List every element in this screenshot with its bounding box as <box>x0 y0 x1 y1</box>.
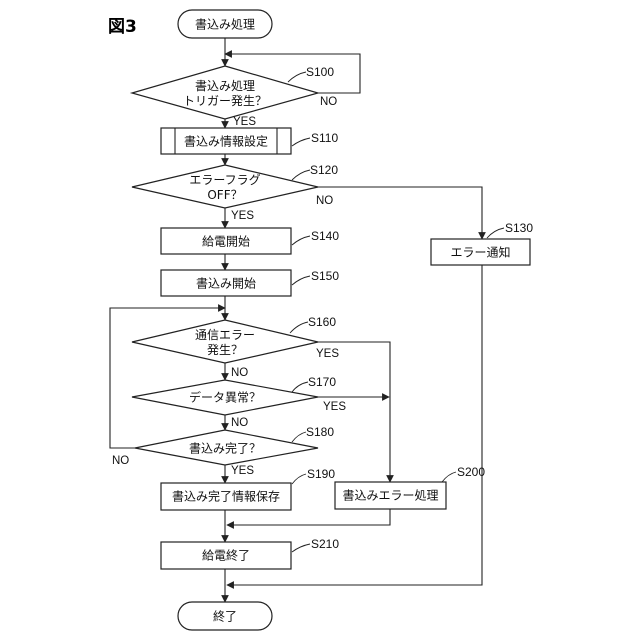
step-s110: S110 <box>311 131 338 145</box>
decision-s120: エラーフラグ OFF？ <box>132 165 318 208</box>
end-label: 終了 <box>213 609 237 624</box>
step-labels: S100 S110 S120 S130 S140 S150 S160 S170 … <box>288 65 533 552</box>
leader-s110 <box>292 138 310 146</box>
branch-s160-no: NO <box>231 367 248 379</box>
connectors <box>110 38 482 602</box>
decision-s100: 書込み処理 トリガー発生？ <box>132 66 318 119</box>
decision-s170: データ異常？ <box>132 380 318 415</box>
leader-s210 <box>292 544 310 552</box>
decision-s160: 通信エラー 発生？ <box>132 320 318 363</box>
decision-s160-line2: 発生？ <box>207 343 243 357</box>
decision-s180: 書込み完了？ <box>135 430 318 465</box>
leader-s160 <box>290 322 308 333</box>
step-s190: S190 <box>307 467 335 481</box>
process-s150: 書込み開始 <box>161 270 291 296</box>
decision-s100-line2: トリガー発生？ <box>183 94 267 108</box>
step-s170: S170 <box>308 375 336 389</box>
leader-s170 <box>292 382 308 392</box>
process-s210: 給電終了 <box>161 542 291 569</box>
decision-s120-line2: OFF？ <box>207 188 242 202</box>
process-s140-label: 給電開始 <box>202 235 250 249</box>
process-s190-label: 書込み完了情報保存 <box>172 489 280 504</box>
branch-s100-yes: YES <box>233 116 256 128</box>
branch-s170-no: NO <box>231 417 248 429</box>
process-s130: エラー通知 <box>431 239 530 265</box>
branch-s120-yes: YES <box>231 210 254 222</box>
process-s140: 給電開始 <box>161 228 291 254</box>
step-s210: S210 <box>311 537 339 551</box>
branch-s100-no: NO <box>320 96 337 108</box>
leader-s150 <box>292 276 310 285</box>
step-s200: S200 <box>457 465 485 479</box>
branch-s180-yes: YES <box>231 465 254 477</box>
leader-s200 <box>442 472 456 482</box>
end-terminator: 終了 <box>178 602 272 630</box>
start-terminator: 書込み処理 <box>178 10 272 38</box>
branch-s160-yes: YES <box>316 348 339 360</box>
process-s210-label: 給電終了 <box>202 548 250 563</box>
start-label: 書込み処理 <box>195 18 255 32</box>
leader-s140 <box>292 236 310 245</box>
decision-s170-label: データ異常？ <box>189 390 261 405</box>
step-s180: S180 <box>306 425 334 439</box>
leader-s180 <box>292 432 306 442</box>
branch-s180-no: NO <box>112 455 129 467</box>
decision-s160-line1: 通信エラー <box>195 328 255 342</box>
step-s130: S130 <box>505 221 533 235</box>
process-s190: 書込み完了情報保存 <box>161 483 291 510</box>
step-s160: S160 <box>308 315 336 329</box>
figure-label: 図3 <box>108 17 137 37</box>
step-s100: S100 <box>306 65 334 79</box>
branch-s170-yes: YES <box>323 401 346 413</box>
decision-s120-line1: エラーフラグ <box>189 173 260 187</box>
process-s110-label: 書込み情報設定 <box>184 134 268 149</box>
process-s150-label: 書込み開始 <box>196 277 256 291</box>
arrow-s130-to-end <box>227 265 482 585</box>
arrow-s120-no-to-s130 <box>318 187 482 239</box>
process-s200-label: 書込みエラー処理 <box>342 489 438 503</box>
leader-s130 <box>487 228 504 238</box>
leader-s100 <box>288 72 306 82</box>
process-s130-label: エラー通知 <box>450 246 510 260</box>
arrow-s200-to-s210 <box>227 509 390 525</box>
leader-s190 <box>292 474 306 484</box>
step-s120: S120 <box>310 163 338 177</box>
leader-s120 <box>292 170 310 180</box>
decision-s100-line1: 書込み処理 <box>195 79 255 93</box>
step-s150: S150 <box>311 269 339 283</box>
step-s140: S140 <box>311 229 339 243</box>
process-s200: 書込みエラー処理 <box>335 482 446 509</box>
branch-s120-no: NO <box>316 195 333 207</box>
decision-s180-label: 書込み完了？ <box>189 441 261 456</box>
process-s110: 書込み情報設定 <box>161 128 291 154</box>
